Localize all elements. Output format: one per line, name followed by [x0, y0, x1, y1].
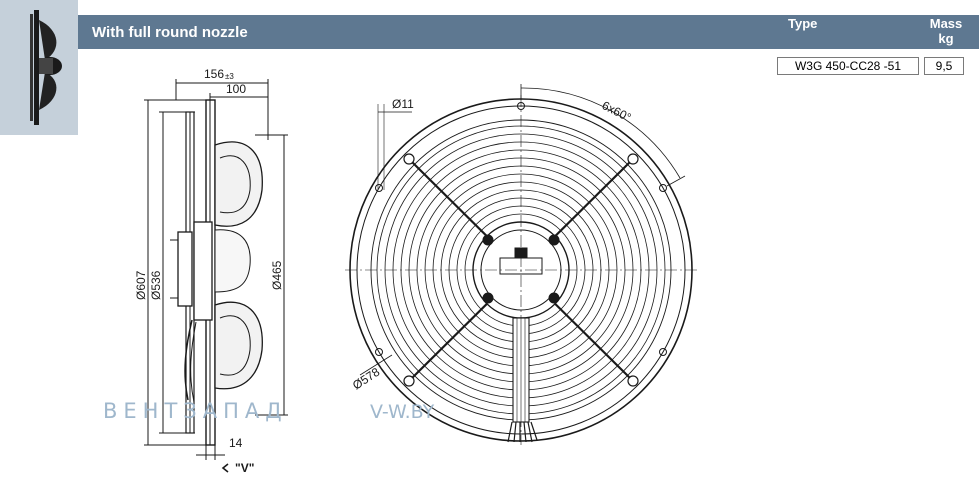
dim-607: Ø607 [134, 270, 148, 300]
dim-536: Ø536 [149, 270, 163, 300]
fan-side-icon [30, 10, 62, 125]
type-value: W3G 450-CC28 -51 [777, 57, 919, 75]
view-v-label: "V" [235, 461, 254, 475]
dim-578: Ø578 [350, 365, 383, 393]
mass-value: 9,5 [924, 57, 964, 75]
mass-unit-label: kg [938, 31, 954, 46]
mass-column-label: Mass kg [923, 16, 969, 46]
side-view [144, 79, 288, 473]
watermark-brand: ВЕНТЗАПАД [103, 399, 288, 423]
mass-label: Mass [929, 16, 963, 31]
product-thumbnail [0, 0, 78, 135]
dim-hole-11: Ø11 [392, 97, 414, 111]
dim-465: Ø465 [270, 260, 284, 290]
type-column-label: Type [788, 16, 818, 31]
dim-14: 14 [229, 436, 243, 450]
page-title: With full round nozzle [92, 24, 248, 41]
dim-156: 156 [204, 67, 224, 81]
header-bar: With full round nozzle Type Mass kg [78, 15, 979, 49]
dim-156-tolerance: ±3 [225, 72, 234, 81]
front-view [345, 84, 697, 445]
watermark-url: V-W.BY [370, 401, 435, 423]
dim-100: 100 [226, 82, 246, 96]
